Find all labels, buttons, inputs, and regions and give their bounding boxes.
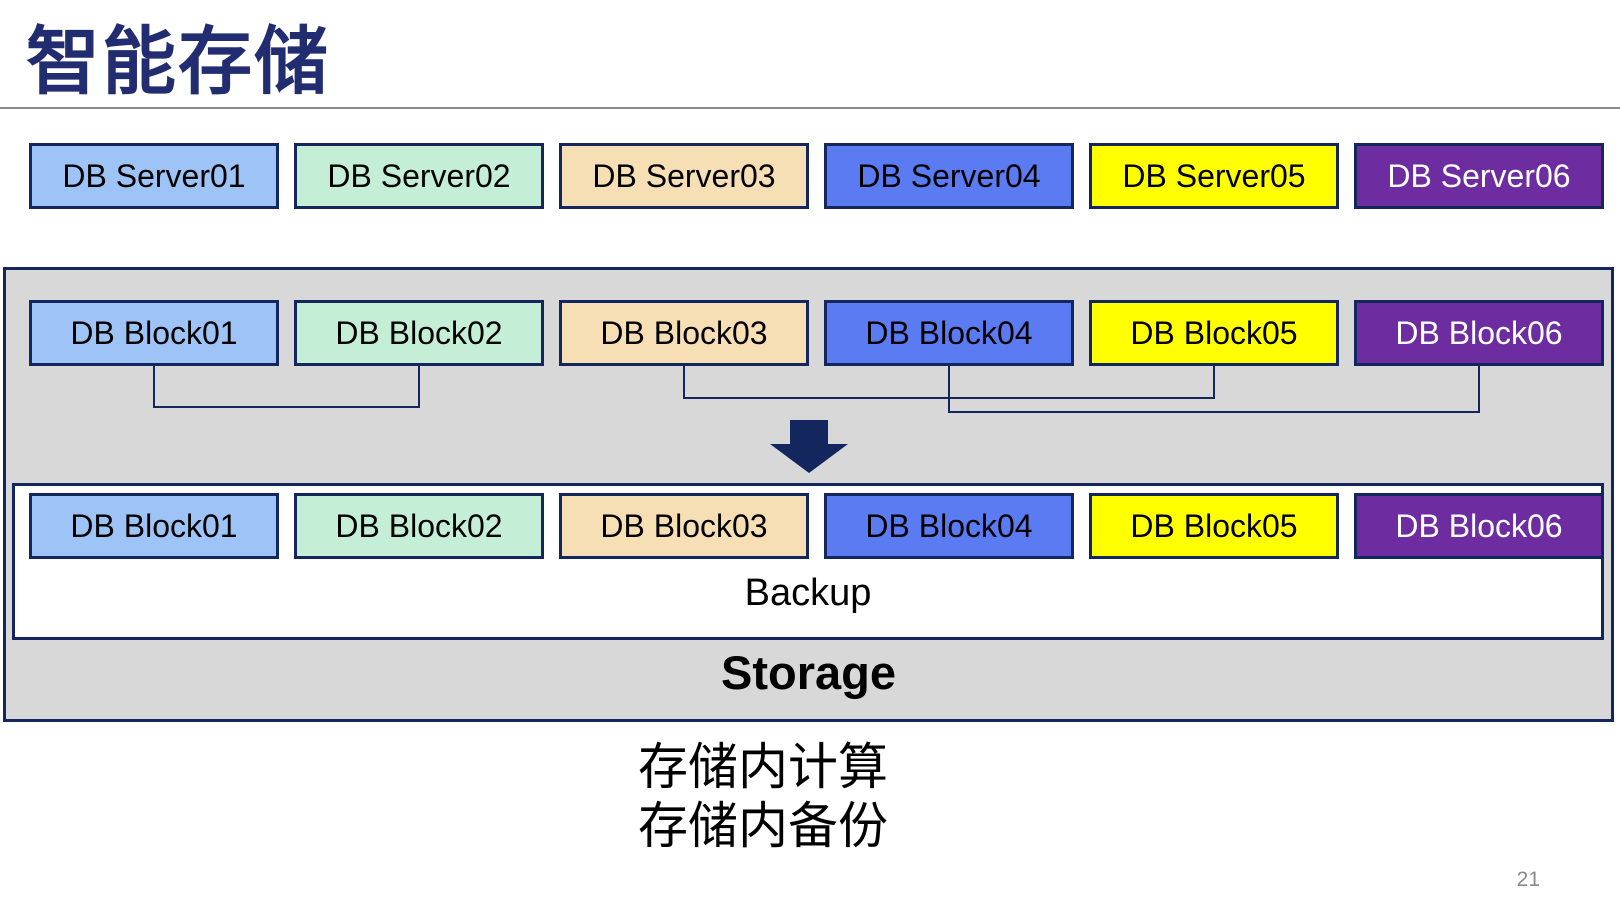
- storage-label: Storage: [721, 645, 896, 699]
- caption-line-1: 存储内计算: [638, 739, 888, 795]
- db-block06-bottom-box: DB Block06: [1354, 493, 1604, 559]
- db-block01-bottom-box: DB Block01: [29, 493, 279, 559]
- db-block04-bottom-box: DB Block04: [824, 493, 1074, 559]
- db-block02-bottom-box: DB Block02: [294, 493, 544, 559]
- down-arrow-icon: [770, 420, 848, 473]
- db-server06-box: DB Server06: [1354, 143, 1604, 209]
- connector-block05-drop: [1213, 366, 1215, 399]
- db-block05-top-box: DB Block05: [1089, 300, 1339, 366]
- connector-block01-drop: [153, 366, 155, 408]
- db-block03-top-box: DB Block03: [559, 300, 809, 366]
- connector-block04-block06: [948, 411, 1480, 413]
- connector-block06-drop: [1478, 366, 1480, 413]
- caption-line-2: 存储内备份: [638, 798, 888, 854]
- db-server02-box: DB Server02: [294, 143, 544, 209]
- backup-label: Backup: [744, 571, 872, 614]
- down-arrow-shaft: [790, 420, 828, 444]
- db-block05-bottom-box: DB Block05: [1089, 493, 1339, 559]
- db-block01-top-box: DB Block01: [29, 300, 279, 366]
- connector-block03-drop: [683, 366, 685, 399]
- connector-block02-drop: [418, 366, 420, 408]
- title-divider: [0, 107, 1620, 109]
- db-server05-box: DB Server05: [1089, 143, 1339, 209]
- db-server04-box: DB Server04: [824, 143, 1074, 209]
- db-server03-box: DB Server03: [559, 143, 809, 209]
- page-title: 智能存储: [26, 20, 330, 103]
- db-block06-top-box: DB Block06: [1354, 300, 1604, 366]
- db-block04-top-box: DB Block04: [824, 300, 1074, 366]
- caption-text: 存储内计算 存储内备份: [638, 738, 888, 856]
- db-block02-top-box: DB Block02: [294, 300, 544, 366]
- db-block03-bottom-box: DB Block03: [559, 493, 809, 559]
- down-arrow-head: [770, 444, 848, 473]
- connector-block04-drop: [948, 366, 950, 413]
- page-number: 21: [1516, 868, 1540, 891]
- connector-block01-block02: [153, 406, 420, 408]
- db-server01-box: DB Server01: [29, 143, 279, 209]
